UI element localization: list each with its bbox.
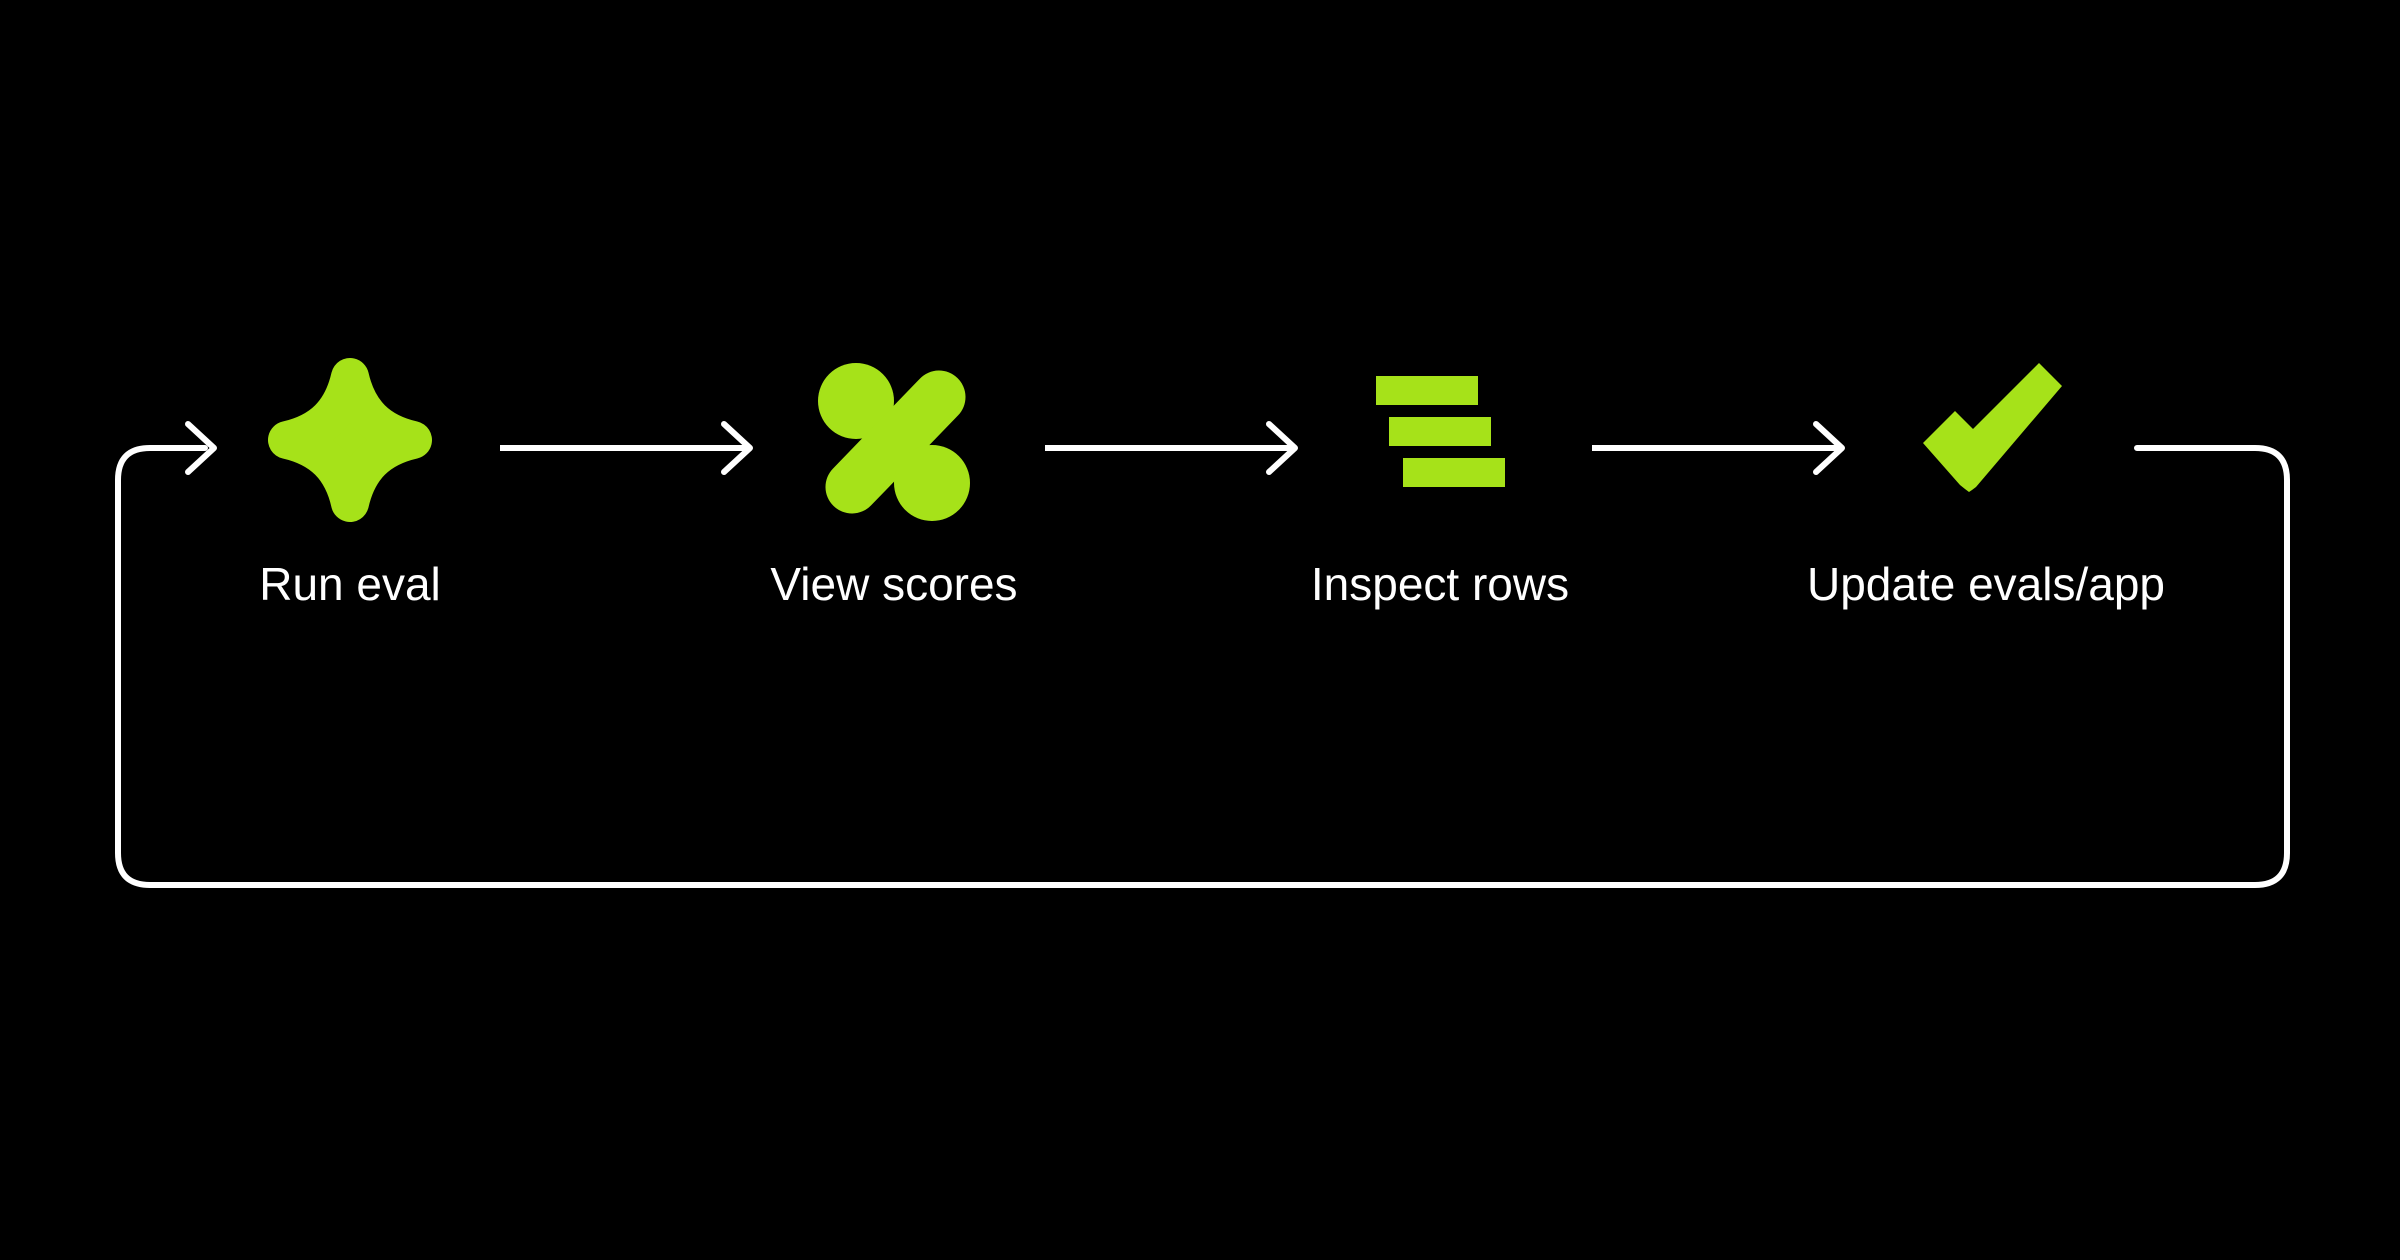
feedback-loop-path [115, 421, 2290, 888]
connector-arrow-1 [500, 421, 753, 475]
step-label-run-eval: Run eval [259, 558, 441, 610]
sparkle-star-icon [268, 358, 432, 522]
arrow-right-icon [1266, 421, 1298, 475]
step-inspect-rows[interactable]: Inspect rows [1311, 376, 1569, 610]
step-update-evals-app[interactable]: Update evals/app [1807, 363, 2165, 610]
bar-row-1 [1376, 376, 1478, 405]
step-label-view-scores: View scores [770, 558, 1017, 610]
loop-line [115, 445, 2290, 888]
percent-icon [818, 363, 970, 521]
stacked-bars-icon [1376, 376, 1505, 487]
arrow-right-icon [721, 421, 753, 475]
connector-arrow-3 [1592, 421, 1845, 475]
bar-row-3 [1403, 458, 1505, 487]
arrow-right-icon [1813, 421, 1845, 475]
percent-top-circle [818, 363, 894, 439]
sparkle-star-shape [268, 358, 432, 522]
bar-row-2 [1389, 417, 1491, 446]
percent-slash [825, 370, 966, 514]
step-label-inspect-rows: Inspect rows [1311, 558, 1569, 610]
percent-bottom-circle [894, 445, 970, 521]
checkmark-icon [1923, 363, 2062, 492]
connector-arrow-2 [1045, 421, 1298, 475]
step-run-eval[interactable]: Run eval [259, 358, 441, 610]
checkmark-shape [1923, 363, 2062, 492]
loop-arrowhead-icon [185, 421, 217, 475]
step-view-scores[interactable]: View scores [770, 363, 1018, 610]
step-label-update-evals-app: Update evals/app [1807, 558, 2165, 610]
